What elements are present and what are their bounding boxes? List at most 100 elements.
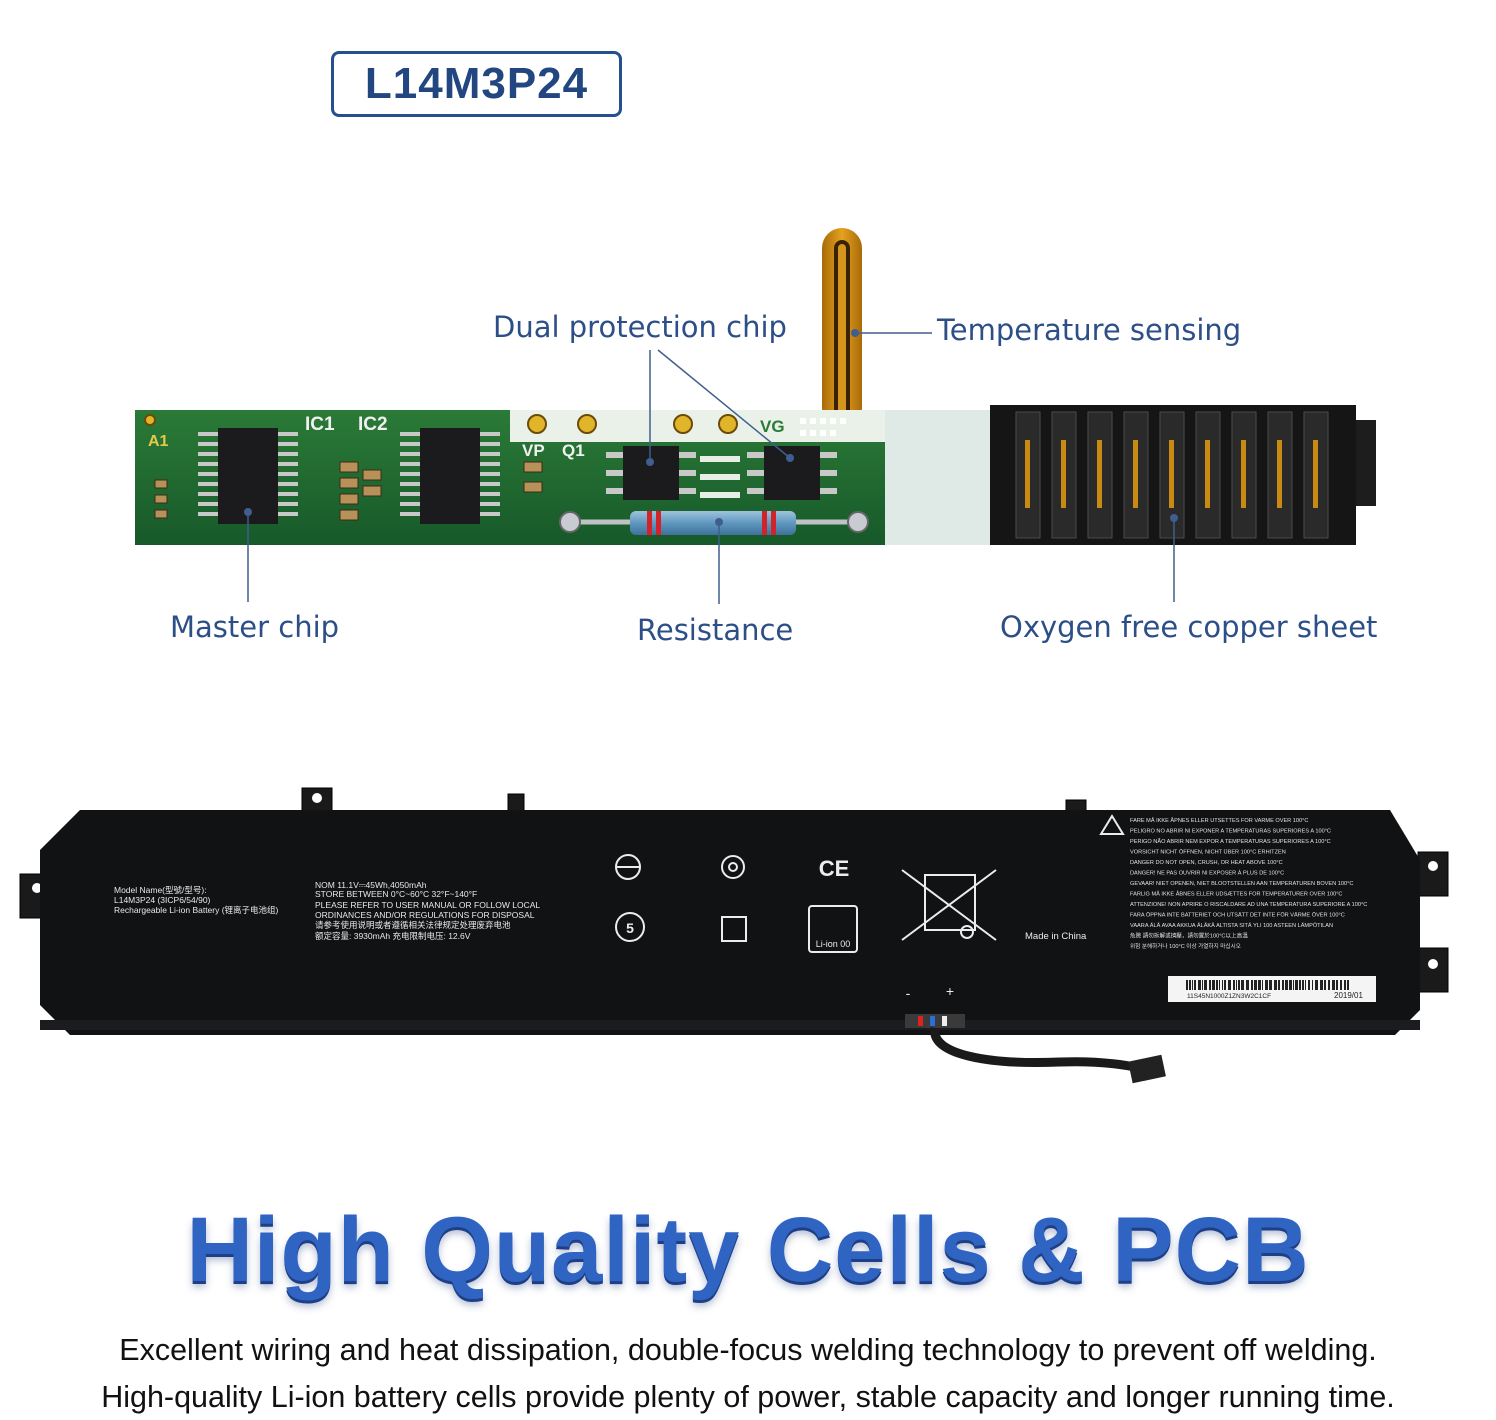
label-refer-2: ORDINANCES AND/OR REGULATIONS FOR DISPOS… xyxy=(315,910,535,920)
barcode-bar xyxy=(1241,980,1244,990)
test-pads xyxy=(144,414,738,434)
barcode-bar xyxy=(1186,980,1188,990)
barcode-bar xyxy=(1222,980,1223,990)
ce-mark: CE xyxy=(819,856,850,881)
label-type: Rechargeable Li-ion Battery (锂离子电池组) xyxy=(114,905,279,915)
pcb-silkscreen-area xyxy=(510,410,885,442)
barcode-bar xyxy=(1282,980,1284,990)
barcode-bar xyxy=(1233,980,1235,990)
warning-line: GEVAAR! NIET OPENEN, NIET BLOOTSTELLEN A… xyxy=(1130,881,1353,887)
battery-body xyxy=(40,810,1420,1035)
label-capacity: 额定容量: 3930mAh 充电限制电压: 12.6V xyxy=(315,931,471,941)
barcode-bar xyxy=(1302,980,1304,990)
barcode-bar xyxy=(1212,980,1215,990)
minus-terminal: - xyxy=(906,985,911,1001)
warning-line: DANGER DO NOT OPEN, CRUSH, OR HEAT ABOVE… xyxy=(1130,860,1283,866)
copper-connector xyxy=(990,405,1376,545)
warning-icon xyxy=(1099,814,1125,835)
protection-chip-left xyxy=(606,446,696,500)
secondary-chip xyxy=(400,428,500,524)
barcode-bar xyxy=(1189,980,1191,990)
callout-oxygen-free-copper-sheet: Oxygen free copper sheet xyxy=(1000,610,1378,644)
battery-label-left: Model Name(型號/型号): L14M3P24 (3ICP6/54/90… xyxy=(114,885,279,915)
label-store: STORE BETWEEN 0°C~60°C 32°F~140°F xyxy=(315,889,477,899)
pcb-label-vp: VP xyxy=(522,441,545,460)
barcode-bar xyxy=(1236,980,1237,990)
connector-pads xyxy=(800,418,846,436)
label-nom: NOM 11.1V⎓45Wh,4050mAh xyxy=(315,880,427,890)
warning-line: FARE MÅ IKKE ÅPNES ELLER UTSETTES FOR VA… xyxy=(1130,817,1308,824)
barcode-bar xyxy=(1293,980,1294,990)
pcb-label-ic2: IC2 xyxy=(358,414,388,435)
pcb-label-a1: A1 xyxy=(148,433,169,450)
certification-icons xyxy=(615,814,1125,953)
barcode-bar xyxy=(1254,980,1257,990)
barcode-bar xyxy=(1332,980,1335,990)
master-chip xyxy=(198,428,298,524)
barcode-bar xyxy=(1228,980,1231,990)
target-icon xyxy=(721,855,745,879)
warning-line: FARA ÖPPNA INTE BATTERIET OCH UTSÄTT DET… xyxy=(1130,912,1345,919)
barcode-bar xyxy=(1269,980,1272,990)
barcode-bar xyxy=(1312,980,1313,990)
barcode-bar xyxy=(1278,980,1280,990)
callout-master-chip: Master chip xyxy=(170,610,340,644)
description-line-1: Excellent wiring and heat dissipation, d… xyxy=(119,1333,1377,1367)
warning-line: DANGER! NE PAS OUVRIR NI EXPOSER À PLUS … xyxy=(1130,870,1284,877)
barcode-bar xyxy=(1340,980,1342,990)
barcode-bar xyxy=(1305,980,1306,990)
barcode-bar xyxy=(1274,980,1277,990)
temperature-sensor-flex xyxy=(822,228,862,430)
barcode-bar xyxy=(1289,980,1292,990)
barcode-bar xyxy=(1308,980,1310,990)
label-cn: 请参考使用说明或者遵循相关法律规定处理废弃电池 xyxy=(315,920,511,930)
protection-chip-right xyxy=(747,446,837,500)
crossed-bin-icon xyxy=(901,869,997,941)
barcode-text: 11S45N1000Z1ZN3W2C1CF xyxy=(1187,993,1271,1000)
barcode-bar xyxy=(1315,980,1318,990)
warning-line: PERIGO NÃO ABRIR NEM EXPOR A TEMPERATURA… xyxy=(1130,838,1331,845)
barcode-bar xyxy=(1194,980,1196,990)
callout-dots xyxy=(244,329,1178,526)
battery-warnings: FARE MÅ IKKE ÅPNES ELLER UTSETTES FOR VA… xyxy=(1130,817,1367,950)
warning-line: ATTENZIONE! NON APRIRE O RISCALDARE AD U… xyxy=(1130,902,1367,908)
kc-mark-icon xyxy=(721,916,747,942)
pcb-label-vg: VG xyxy=(760,417,785,436)
barcode-bar xyxy=(1295,980,1298,990)
barcode-bar xyxy=(1251,980,1253,990)
warning-line: VORSICHT NICHT ÖFFNEN, NICHT ÜBER 100°C … xyxy=(1130,849,1286,856)
pcb-illustration: IC1 IC2 A1 VP Q1 VG xyxy=(135,228,1376,604)
callout-temperature-sensing: Temperature sensing xyxy=(937,313,1242,347)
barcode-bar xyxy=(1246,980,1249,990)
epa-5-icon xyxy=(615,912,645,942)
barcode-date: 2019/01 xyxy=(1334,991,1363,1000)
callout-lines xyxy=(247,332,1175,604)
warning-line: VAARA ÄLÄ AVAA AKKUA ÄLÄKÄ ALTISTA SITÄ … xyxy=(1130,922,1333,929)
epa-5-label: 5 xyxy=(626,920,634,936)
smd-components xyxy=(154,461,543,521)
made-in-label: Made in China xyxy=(1025,931,1087,942)
resistance-component xyxy=(559,511,869,535)
barcode-sticker: 11S45N1000Z1ZN3W2C1CF 2019/01 xyxy=(1168,976,1376,1002)
barcode-bar xyxy=(1324,980,1326,990)
barcode-bar xyxy=(1328,980,1330,990)
description-line-2: High-quality Li-ion battery cells provid… xyxy=(101,1380,1395,1414)
warning-line: FARLIG MÅ IKKE ÅBNES ELLER UDSÆTTES FOR … xyxy=(1130,891,1342,898)
li-ion-recycle-icon xyxy=(808,905,858,953)
barcode-bar xyxy=(1224,980,1226,990)
pcb-bars xyxy=(700,456,740,498)
plus-terminal: + xyxy=(946,983,954,999)
battery-label-specs: NOM 11.1V⎓45Wh,4050mAh STORE BETWEEN 0°C… xyxy=(315,880,540,941)
battery-pack: Model Name(型號/型号): L14M3P24 (3ICP6/54/90… xyxy=(19,787,1449,1084)
barcode-bar xyxy=(1265,980,1268,990)
barcode-bar xyxy=(1320,980,1323,990)
warning-line: 위험 분해하거나 100°C 이상 가열하지 마십시오 xyxy=(1130,942,1241,950)
recycle-circle-icon xyxy=(615,854,641,880)
pcb-label-ic1: IC1 xyxy=(305,414,335,435)
model-badge: L14M3P24 xyxy=(331,51,622,117)
barcode-bar xyxy=(1209,980,1211,990)
battery-cable xyxy=(905,1014,1166,1084)
warning-line: 危險 請勿拆解或擠壓，請勿置於100°C以上高溫 xyxy=(1130,932,1248,940)
barcode-bar xyxy=(1238,980,1240,990)
headline: High Quality Cells & PCB xyxy=(186,1199,1310,1301)
